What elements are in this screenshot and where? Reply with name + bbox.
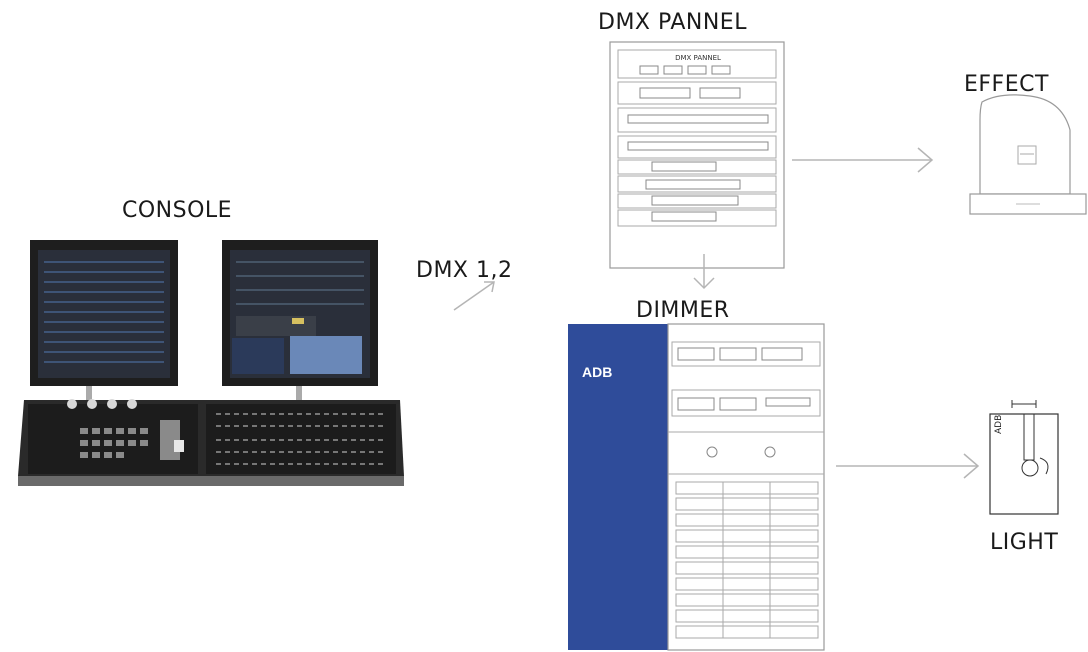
effect-label: EFFECT <box>964 72 1049 97</box>
console-label: CONSOLE <box>122 198 233 223</box>
light-brand-label: ADB <box>994 414 1004 434</box>
light-label: LIGHT <box>990 530 1059 555</box>
dmx-link-label: DMX 1,2 <box>416 258 513 283</box>
dmx-panel-inner-label: DMX PANNEL <box>675 54 721 62</box>
dimmer-label: DIMMER <box>636 298 730 323</box>
dmx-panel-label: DMX PANNEL <box>598 10 747 35</box>
dimmer-brand-label: ADB <box>582 364 613 380</box>
